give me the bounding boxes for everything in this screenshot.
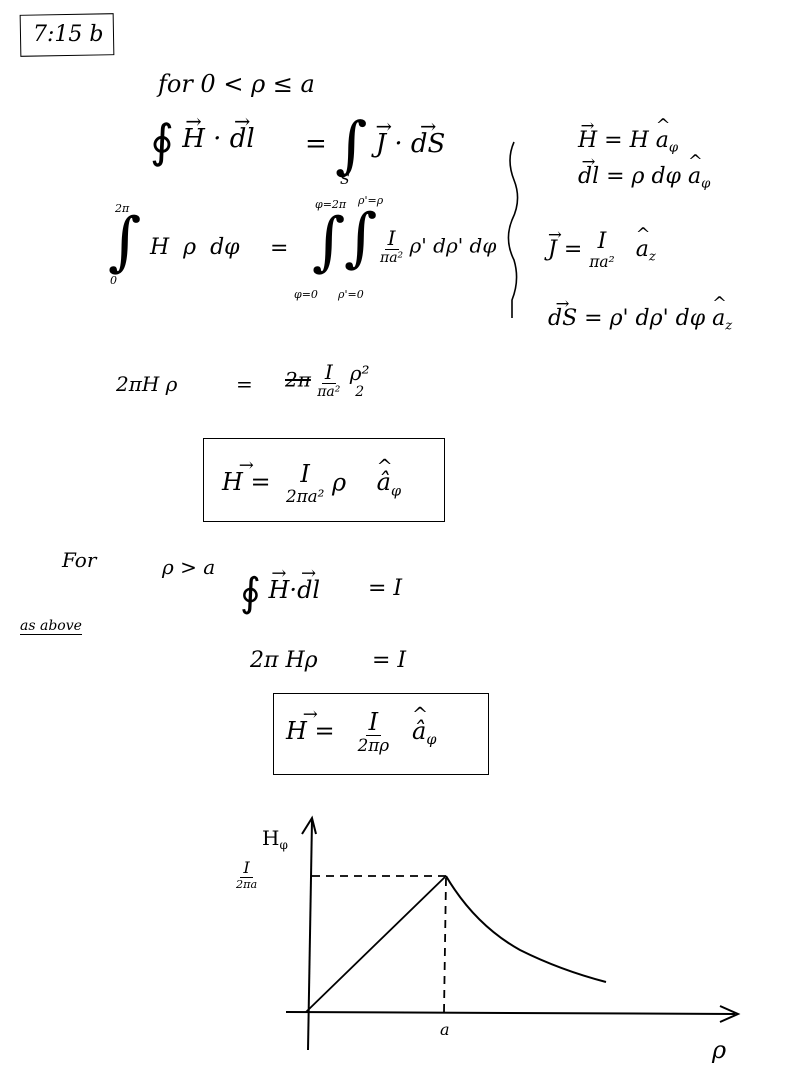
equals-sign: =	[270, 236, 289, 261]
cancelled-2pi: 2π	[285, 367, 311, 392]
region2-label: For	[62, 548, 97, 572]
y-axis-label: Hφ	[262, 826, 288, 853]
step1-lhs: 2πH ρ	[116, 372, 178, 396]
inner-lower-limit: ρ'=0	[338, 288, 364, 301]
region2-ampere: ∮ H·dl	[240, 563, 320, 616]
step2-rhs: = I	[372, 648, 407, 673]
curly-brace	[507, 141, 519, 318]
inner-upper-limit: ρ'=ρ	[358, 194, 384, 207]
inner-integral-sign: ∫	[344, 201, 378, 275]
surface-label: S	[340, 172, 350, 188]
problem-label: 7:15 b	[33, 22, 104, 47]
lhs-integral-sign: ∫	[108, 205, 142, 279]
result2-box	[273, 693, 489, 775]
dl-vector: dl	[230, 110, 255, 154]
lhs-lower-limit: 0	[110, 274, 117, 287]
x-tick-label: a	[440, 1020, 450, 1039]
region2-condition: ρ > a	[162, 555, 216, 579]
region2-rhs: = I	[368, 576, 403, 601]
y-axis-label-text: H	[262, 826, 280, 850]
lhs-upper-limit: 2π	[115, 202, 130, 215]
step2-lhs: 2π Hρ	[250, 648, 318, 673]
outer-integral-sign: ∫	[312, 205, 346, 279]
h-phi-graph	[285, 815, 741, 1051]
ampere-rhs: = ∫ J · dS	[305, 108, 446, 181]
region1-condition: for 0 < ρ ≤ a	[158, 70, 315, 98]
result1-box	[203, 438, 445, 522]
as-above-note: as above	[20, 618, 82, 635]
x-axis-label: ρ	[712, 1036, 727, 1064]
outer-lower-limit: φ=0	[294, 288, 318, 301]
side-note-dl: dl = ρ dφ aφ	[578, 152, 710, 192]
side-note-h: H = H aφ	[578, 116, 678, 156]
outer-upper-limit: φ=2π	[315, 198, 347, 211]
h-vector: H	[182, 110, 205, 154]
side-note-ds: dS = ρ' dρ' dφ az	[548, 294, 732, 334]
step1-equals: =	[236, 372, 253, 396]
lhs-integrand: H ρ dφ	[150, 235, 240, 260]
ampere-lhs: ∮ H · dl	[150, 110, 255, 168]
